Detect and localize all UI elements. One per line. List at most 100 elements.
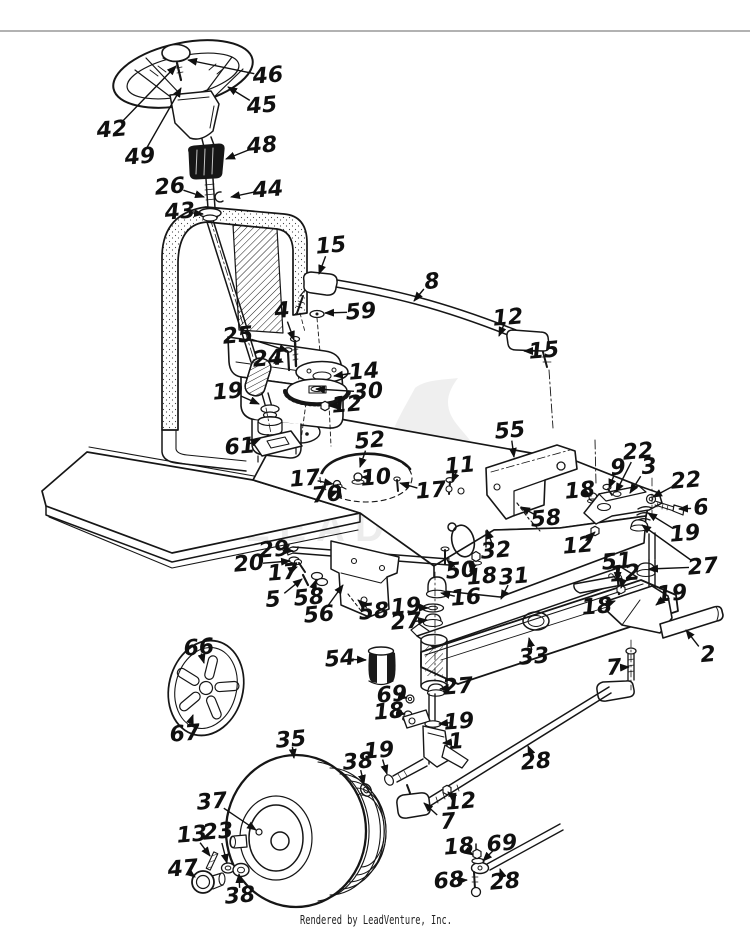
part-label-18: 18 — [373, 698, 406, 726]
part-label-22: 22 — [670, 467, 703, 495]
part-label-27: 27 — [390, 608, 423, 636]
leader-line-14 — [333, 370, 351, 379]
part-label-42: 42 — [95, 116, 129, 144]
part-label-10: 10 — [360, 464, 393, 492]
part-label-32: 32 — [480, 537, 513, 565]
steering-bellows-art — [188, 143, 225, 222]
part-label-49: 49 — [123, 143, 157, 171]
part-label-19: 19 — [363, 737, 396, 765]
leader-lines — [121, 57, 700, 888]
part-label-31: 31 — [498, 563, 531, 591]
part-label-28: 28 — [489, 868, 522, 896]
part-label-38: 38 — [224, 882, 257, 910]
part-label-52: 52 — [354, 427, 387, 455]
leader-line-20 — [262, 557, 291, 566]
part-label-15: 15 — [315, 232, 348, 260]
part-label-69: 69 — [486, 830, 519, 858]
leader-line-19 — [415, 603, 429, 612]
leader-line-45 — [227, 86, 251, 101]
part-label-12: 12 — [609, 560, 642, 588]
leader-line-67 — [186, 714, 194, 728]
part-label-26: 26 — [154, 173, 187, 201]
leader-line-22 — [615, 461, 632, 493]
part-label-55: 55 — [494, 417, 527, 445]
part-label-66: 66 — [183, 634, 216, 662]
leader-line-35 — [288, 746, 297, 759]
leader-line-27 — [439, 683, 450, 692]
leader-line-19 — [655, 596, 666, 606]
leader-line-47 — [185, 868, 196, 878]
leader-line-70 — [328, 490, 339, 499]
leader-line-18 — [395, 708, 406, 717]
drag-link-art — [295, 271, 597, 485]
leader-line-50 — [446, 559, 457, 569]
leader-line-18 — [463, 846, 474, 856]
part-label-19: 19 — [669, 520, 702, 548]
leader-line-12 — [585, 531, 596, 542]
part-label-2: 2 — [699, 642, 716, 668]
part-label-67: 67 — [169, 720, 202, 748]
part-label-61: 61 — [224, 433, 257, 461]
part-label-8: 8 — [423, 269, 440, 295]
hub-cap-art — [167, 639, 245, 737]
part-label-17: 17 — [267, 559, 300, 587]
sleeve-bumper-art — [367, 646, 396, 686]
leader-line-24 — [273, 356, 284, 364]
leader-line-12 — [447, 791, 458, 801]
leader-line-19 — [240, 395, 260, 405]
part-label-13: 13 — [176, 821, 209, 849]
part-label-58: 58 — [358, 598, 391, 626]
leader-line-9 — [608, 475, 617, 489]
part-label-68: 68 — [433, 867, 466, 895]
leader-line-28 — [527, 745, 536, 757]
part-label-19: 19 — [443, 708, 476, 736]
leader-line-37 — [223, 807, 257, 831]
leader-line-44 — [230, 191, 255, 200]
footer-credit: Rendered by LeadVenture, Inc. — [300, 912, 452, 927]
part-label-29: 29 — [258, 536, 291, 564]
leader-line-5 — [283, 578, 303, 594]
leader-line-68 — [457, 876, 468, 885]
part-label-54: 54 — [324, 645, 357, 673]
leader-line-7 — [619, 663, 630, 672]
part-label-30: 30 — [352, 378, 385, 406]
leader-line-19 — [380, 759, 389, 775]
steering-gear-art — [283, 360, 351, 447]
front-wheel-art — [224, 753, 387, 909]
leader-line-11 — [451, 471, 460, 483]
part-label-69: 69 — [376, 681, 409, 709]
part-label-58: 58 — [530, 505, 563, 533]
leader-line-19 — [438, 718, 451, 727]
leader-line-17 — [287, 566, 298, 575]
part-label-12: 12 — [562, 532, 595, 560]
part-label-27: 27 — [687, 553, 720, 581]
part-label-9: 9 — [609, 455, 626, 481]
leader-line-13 — [199, 842, 211, 857]
leader-line-30 — [315, 385, 355, 394]
leader-line-51 — [613, 568, 622, 582]
leader-line-3 — [629, 475, 642, 494]
part-label-58: 58 — [293, 584, 326, 612]
leader-line-2 — [685, 629, 700, 647]
leader-line-27 — [415, 617, 428, 625]
part-label-4: 4 — [272, 298, 290, 324]
leader-line-29 — [282, 546, 294, 555]
leader-line-69 — [482, 849, 494, 862]
part-label-17: 17 — [289, 465, 322, 493]
part-label-43: 43 — [163, 198, 197, 226]
leader-line-54 — [351, 655, 367, 664]
bellcrank-art — [583, 477, 685, 578]
part-label-16: 16 — [450, 584, 483, 612]
part-label-14: 14 — [348, 358, 381, 386]
part-label-28: 28 — [520, 748, 553, 776]
part-label-7: 7 — [605, 655, 623, 681]
part-label-18: 18 — [564, 477, 597, 505]
leader-line-48 — [225, 149, 250, 160]
part-label-11: 11 — [444, 452, 477, 480]
leader-line-12 — [498, 324, 507, 337]
leader-line-46 — [187, 57, 255, 75]
leader-line-27 — [641, 524, 692, 562]
leader-line-16 — [440, 591, 455, 599]
